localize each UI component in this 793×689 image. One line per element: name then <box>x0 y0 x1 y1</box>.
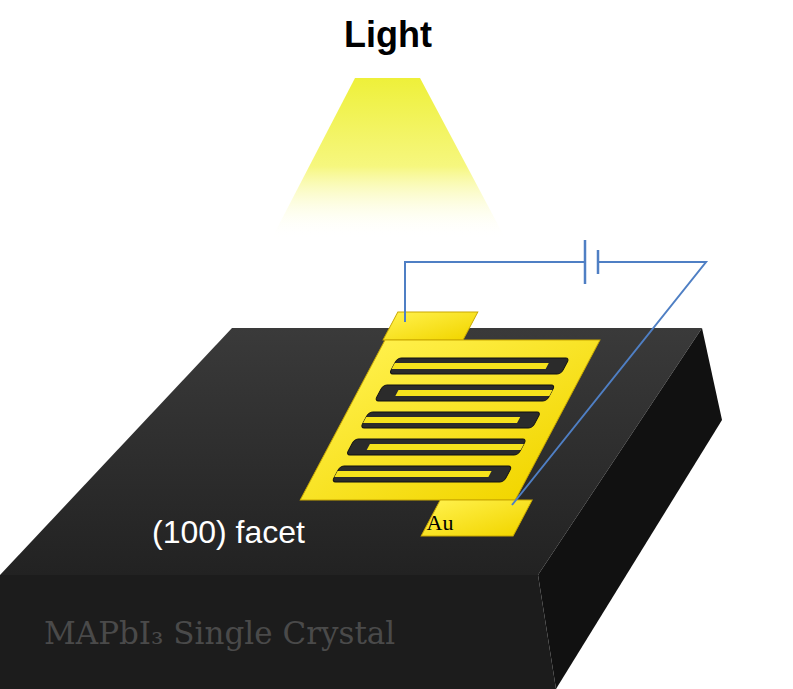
crystal-front-face <box>0 575 556 689</box>
electrode-gap <box>389 358 569 374</box>
electrode-gap <box>346 439 526 455</box>
electrode-label: Au <box>427 510 454 536</box>
electrode-gap <box>375 385 555 401</box>
gold-pad: Au <box>407 506 473 540</box>
electrode-finger <box>334 471 491 477</box>
battery-symbol <box>597 250 600 274</box>
circuit-wire <box>405 262 585 322</box>
electrode-finger <box>395 390 552 396</box>
interdigitated-electrode <box>279 312 632 536</box>
electrode-finger <box>367 444 524 450</box>
crystal-slab: Au (100) facetMAPbI₃ Single Crystal <box>0 328 793 689</box>
facet-label: (100) facet <box>152 514 305 551</box>
circuit-wire <box>512 262 706 505</box>
light-beam <box>272 78 505 238</box>
battery-symbol <box>584 240 587 284</box>
light-label: Light <box>344 14 432 56</box>
electrode-finger <box>392 363 549 369</box>
electrode-finger <box>363 417 520 423</box>
crystal-label: MAPbI₃ Single Crystal <box>44 615 395 651</box>
electrode-gap <box>360 412 540 428</box>
electrode-gap <box>332 466 512 482</box>
